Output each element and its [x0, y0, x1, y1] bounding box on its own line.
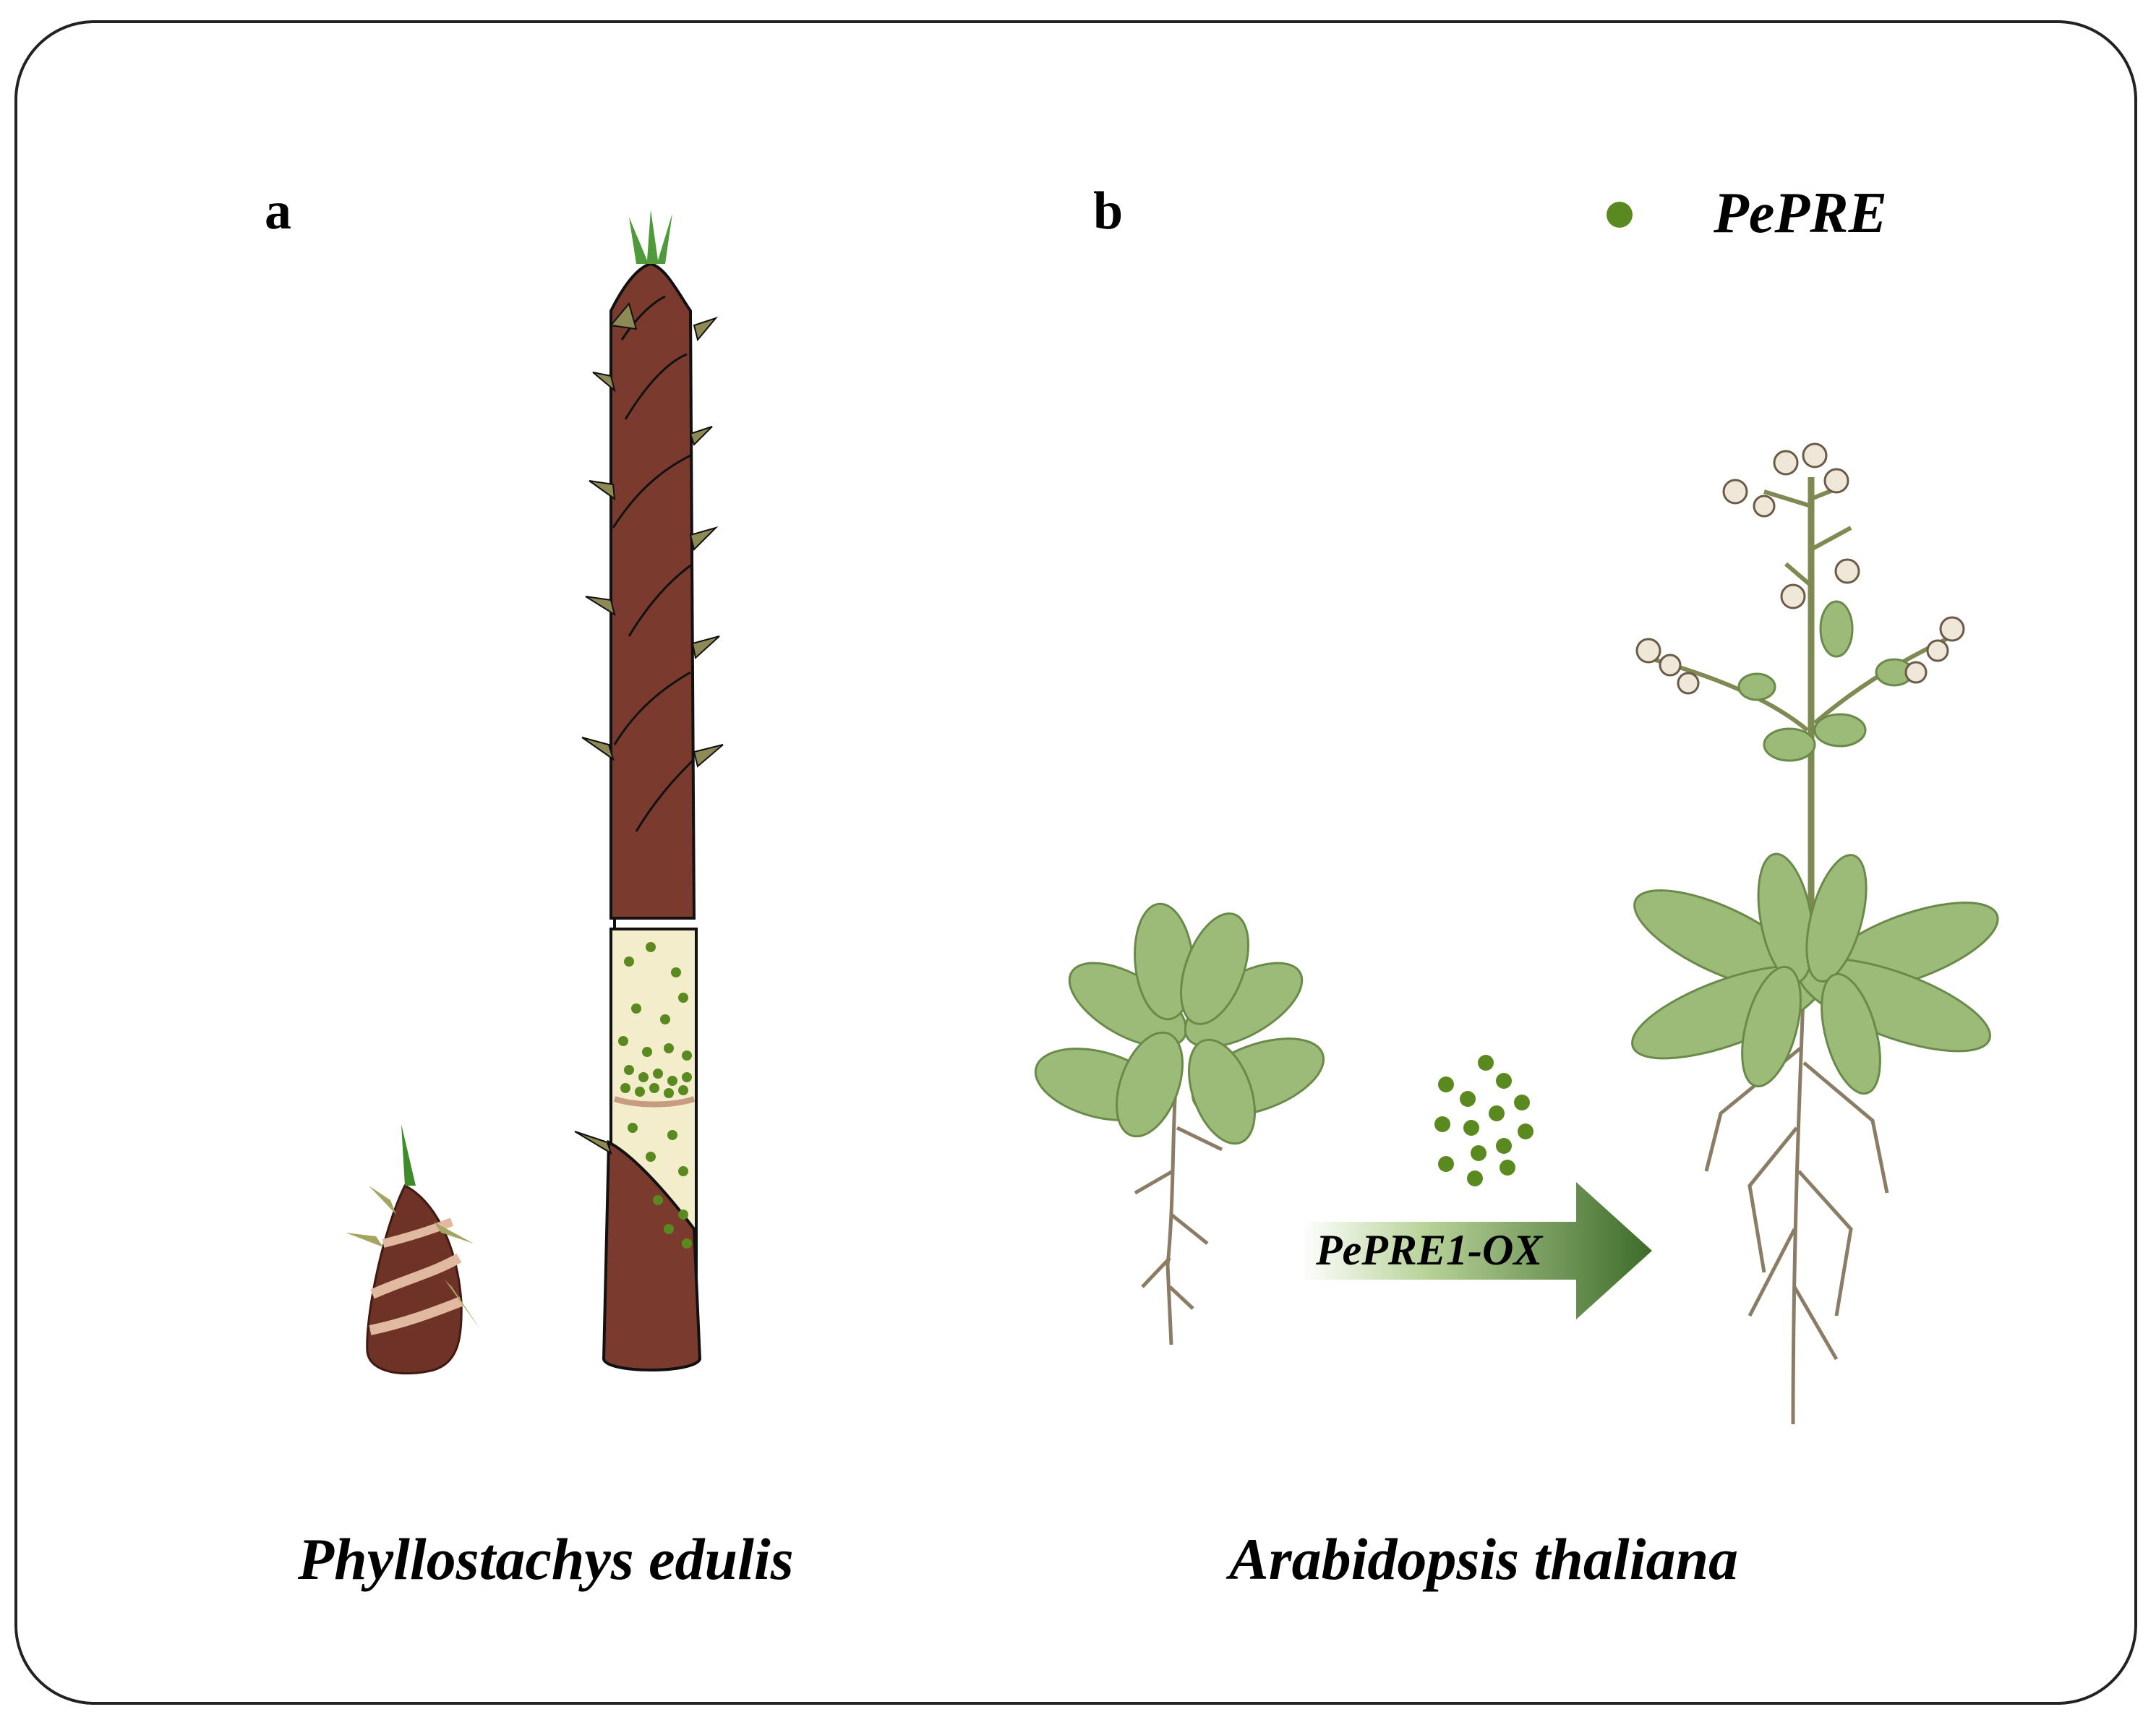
panel-label-a: a	[265, 181, 291, 241]
species-label-left: Phyllostachys edulis	[298, 1526, 794, 1592]
arrow-label: PePRE1-OX	[1316, 1226, 1543, 1274]
legend-marker	[1607, 202, 1633, 228]
arabidopsis-large	[1631, 442, 1999, 1425]
species-label-right: Arabidopsis thaliana	[1229, 1526, 1739, 1592]
arabidopsis-small	[1034, 902, 1325, 1345]
bamboo-shoot	[346, 1124, 481, 1375]
bamboo-culm	[574, 210, 724, 1371]
pepre-dot-cluster	[1434, 1055, 1533, 1186]
legend-label: PePRE	[1714, 181, 1887, 245]
panel-label-b: b	[1093, 181, 1124, 241]
overexpression-arrow	[1301, 1182, 1652, 1319]
